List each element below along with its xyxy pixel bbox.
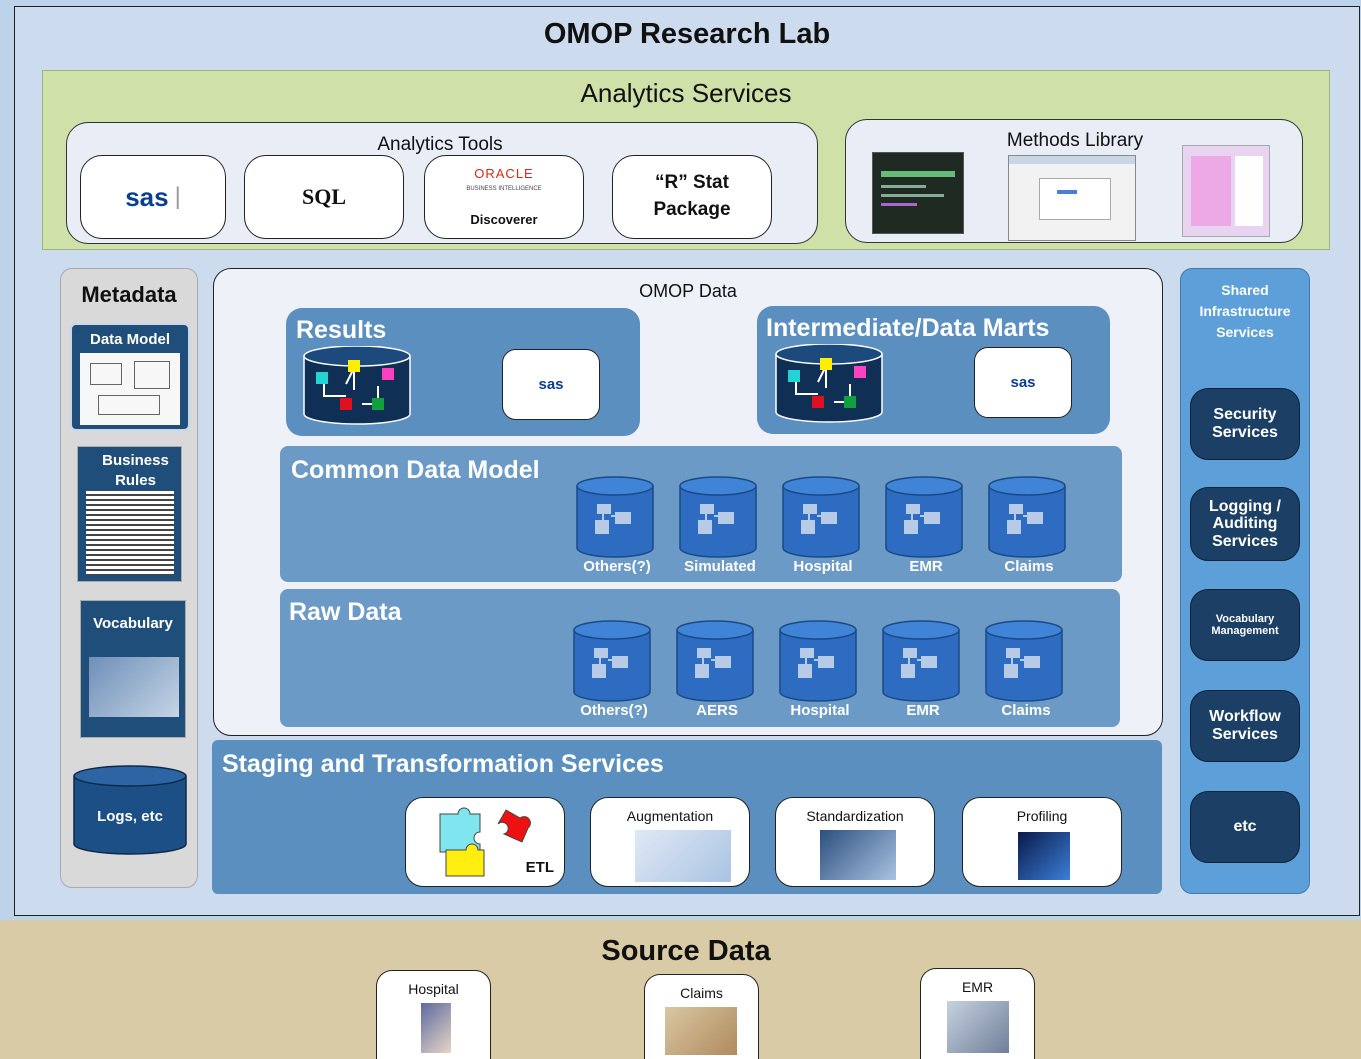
logs-label: Logs, etc	[97, 808, 163, 825]
puzzle-pieces-icon	[439, 807, 531, 877]
results-title: Results	[296, 316, 387, 344]
sas-logo: sas	[125, 181, 169, 212]
etc-button[interactable]: etc	[1190, 791, 1300, 863]
analytics-services-title: Analytics Services	[580, 78, 792, 108]
staging-title: Staging and Transformation Services	[222, 750, 664, 778]
shared-infrastructure-panel	[1180, 268, 1310, 894]
vocabulary-card[interactable]: Vocabulary	[80, 600, 186, 738]
source-cylinder-label: Simulated	[684, 558, 756, 575]
source-data-title: Source Data	[601, 935, 771, 967]
source-cylinder[interactable]: EMR	[884, 476, 968, 580]
raw-sources: Others(?) AERS Hospital EMR Claims	[572, 620, 1112, 724]
logs-cylinder[interactable]	[72, 764, 188, 856]
source-cylinder[interactable]: Hospital	[781, 476, 865, 580]
shared-infrastructure-title: Shared Infrastructure Services	[1199, 282, 1291, 340]
security-services-button[interactable]: Security Services	[1190, 388, 1300, 460]
methods-screenshot-2[interactable]	[1008, 155, 1136, 241]
source-cylinder[interactable]: Others(?)	[572, 620, 656, 724]
source-cylinder[interactable]: Claims	[984, 620, 1068, 724]
oracle-discoverer-card[interactable]: ORACLE BUSINESS INTELLIGENCE Discoverer	[424, 155, 584, 239]
results-sas-card[interactable]: sas	[502, 349, 600, 420]
methods-screenshot-1[interactable]	[872, 152, 964, 234]
augmentation-image	[635, 830, 731, 882]
data-marts-title: Intermediate/Data Marts	[766, 314, 1050, 342]
source-hospital-card[interactable]: Hospital	[376, 970, 491, 1059]
vocabulary-label: Vocabulary	[93, 615, 173, 632]
etl-card[interactable]: ETL	[405, 797, 565, 887]
source-hospital-label: Hospital	[408, 981, 459, 997]
profiling-card[interactable]: Profiling	[962, 797, 1122, 887]
source-emr-card[interactable]: EMR	[920, 968, 1035, 1059]
data-marts-sas-card[interactable]: sas	[974, 347, 1072, 418]
hospital-image	[421, 1003, 451, 1053]
cdm-sources: Others(?) Simulated Hospital EMR Claims	[575, 476, 1115, 580]
analytics-tools-title: Analytics Tools	[377, 134, 503, 155]
profiling-label: Profiling	[1016, 808, 1068, 824]
source-cylinder-label: Others(?)	[583, 558, 651, 575]
discoverer-label: Discoverer	[470, 212, 538, 227]
workflow-services-button[interactable]: Workflow Services	[1190, 690, 1300, 762]
profiling-image	[1018, 832, 1070, 880]
source-cylinder[interactable]: EMR	[881, 620, 965, 724]
methods-screenshot-3[interactable]	[1182, 145, 1270, 237]
standardization-image	[820, 830, 896, 880]
oracle-logo: ORACLE	[474, 166, 534, 181]
source-cylinder[interactable]: Simulated	[678, 476, 762, 580]
augmentation-card[interactable]: Augmentation	[590, 797, 750, 887]
omop-data-title: OMOP Data	[639, 281, 737, 301]
sql-tool-card[interactable]: SQL	[244, 155, 404, 239]
sql-label: SQL	[301, 184, 347, 209]
raw-data-title: Raw Data	[289, 598, 402, 626]
source-cylinder-label: Others(?)	[580, 702, 648, 719]
metadata-title: Metadata	[81, 282, 177, 307]
results-sas-logo: sas	[538, 376, 564, 393]
data-marts-database-icon	[775, 344, 883, 423]
data-model-label: Data Model	[89, 331, 170, 348]
business-rules-card[interactable]: Business Rules	[77, 446, 182, 582]
oracle-subtitle: BUSINESS INTELLIGENCE	[466, 186, 542, 192]
source-cylinder-label: Claims	[1001, 702, 1051, 719]
source-cylinder-label: AERS	[696, 702, 738, 719]
source-claims-label: Claims	[680, 985, 723, 1001]
source-cylinder-label: EMR	[906, 702, 940, 719]
r-stat-label: “R” Stat Package	[653, 172, 731, 220]
source-cylinder-label: Hospital	[793, 558, 853, 575]
source-cylinder[interactable]: AERS	[675, 620, 759, 724]
data-marts-sas-logo: sas	[1010, 374, 1036, 391]
source-cylinder[interactable]: Claims	[987, 476, 1071, 580]
source-cylinder[interactable]: Hospital	[778, 620, 862, 724]
standardization-card[interactable]: Standardization	[775, 797, 935, 887]
lab-title: OMOP Research Lab	[543, 18, 831, 50]
augmentation-label: Augmentation	[626, 808, 714, 824]
emr-image	[947, 1001, 1009, 1053]
methods-library-title: Methods Library	[1006, 130, 1144, 151]
etl-label: ETL	[525, 859, 554, 876]
data-model-card[interactable]: Data Model	[70, 323, 190, 431]
source-cylinder[interactable]: Others(?)	[575, 476, 659, 580]
caduceus-image	[89, 657, 179, 717]
source-emr-label: EMR	[961, 979, 994, 995]
results-database-icon	[303, 346, 411, 425]
claims-image	[665, 1007, 737, 1055]
business-rules-label: Business Rules	[102, 452, 169, 489]
source-claims-card[interactable]: Claims	[644, 974, 759, 1059]
sas-tool-card[interactable]: sas |	[80, 155, 226, 239]
logging-auditing-services-button[interactable]: Logging / Auditing Services	[1190, 487, 1300, 561]
source-cylinder-label: EMR	[909, 558, 943, 575]
common-data-model-title: Common Data Model	[291, 456, 540, 484]
vocabulary-management-button[interactable]: Vocabulary Management	[1190, 589, 1300, 661]
standardization-label: Standardization	[806, 808, 904, 824]
source-cylinder-label: Hospital	[790, 702, 850, 719]
source-cylinder-label: Claims	[1004, 558, 1054, 575]
r-stat-card[interactable]: “R” Stat Package	[612, 155, 772, 239]
